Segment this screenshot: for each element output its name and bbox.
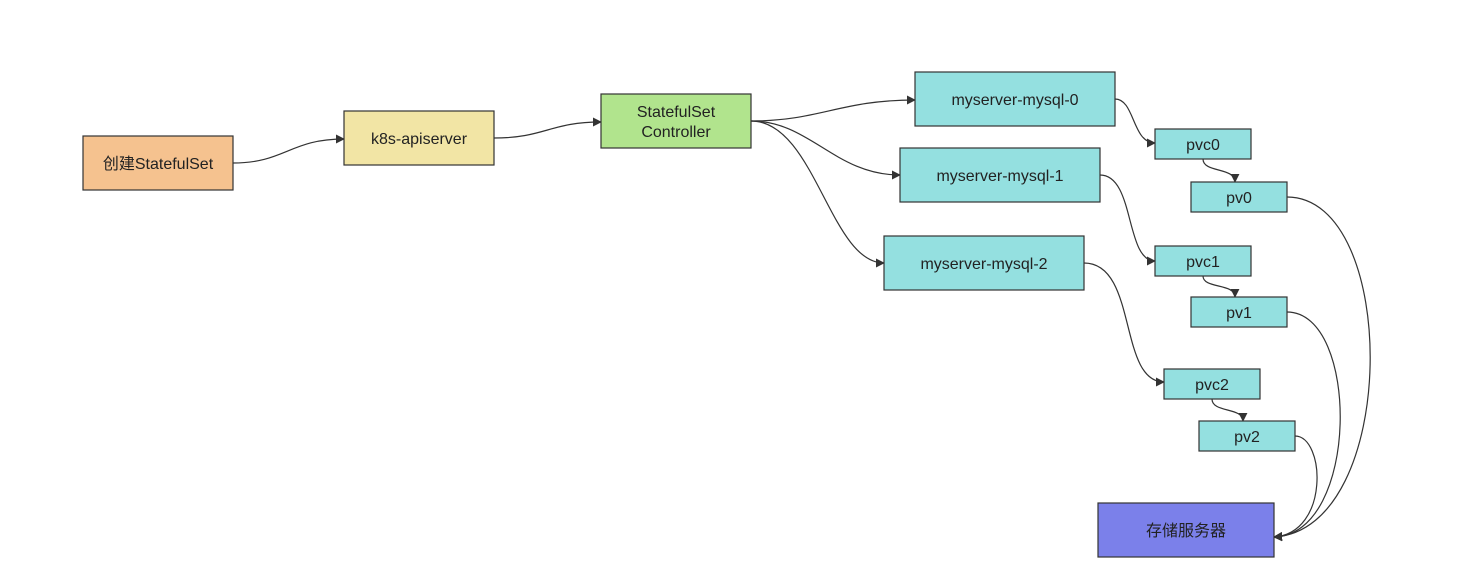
node-create: 创建StatefulSet [82,135,234,191]
node-storage-box [1097,502,1275,558]
node-pv2-label: pv2 [1234,429,1260,446]
node-ctrl-label-line: Controller [641,124,711,141]
node-m1-box [899,147,1101,203]
edge-pv2-to-storage [1273,435,1318,541]
edge-ctrl-to-m0 [750,95,916,122]
node-pv0: pv0 [1190,181,1288,213]
edge-pv0-to-storage [1273,196,1371,542]
node-m1-label: myserver-mysql-1 [936,168,1063,185]
node-pv0-box [1190,181,1288,213]
node-pv2-box [1198,420,1296,452]
node-m2-box [883,235,1085,291]
node-ctrl-box [600,93,752,149]
edge-ctrl-to-m1 [750,120,901,180]
edge-m2-to-pvc2 [1083,262,1165,387]
node-m2-label: myserver-mysql-2 [920,256,1047,273]
node-m0: myserver-mysql-0 [914,71,1116,127]
node-pvc2-box [1163,368,1261,400]
node-storage: 存储服务器 [1097,502,1275,558]
edges [232,95,1371,542]
edge-pv1-to-storage [1273,311,1341,542]
node-api-box [343,110,495,166]
node-pv0-label: pv0 [1226,190,1252,207]
edge-pvc2-to-pv2 [1211,398,1248,422]
node-pvc1: pvc1 [1154,245,1252,277]
node-m0-label: myserver-mysql-0 [951,92,1078,109]
edge-ctrl-to-m2 [750,120,885,268]
node-pvc0: pvc0 [1154,128,1252,160]
node-storage-label: 存储服务器 [1146,522,1226,540]
edge-api-to-ctrl [493,117,602,139]
node-m2: myserver-mysql-2 [883,235,1085,291]
node-m0-box [914,71,1116,127]
node-pvc1-label: pvc1 [1186,254,1220,271]
edge-m0-to-pvc0 [1114,98,1156,148]
node-pv1-box [1190,296,1288,328]
edge-m1-to-pvc1 [1099,174,1156,266]
node-create-box [82,135,234,191]
edge-pvc1-to-pv1 [1202,275,1240,298]
node-pv2: pv2 [1198,420,1296,452]
node-pv1: pv1 [1190,296,1288,328]
node-m1: myserver-mysql-1 [899,147,1101,203]
edge-create-to-api [232,134,345,164]
node-pv1-label: pv1 [1226,305,1252,322]
node-pvc2: pvc2 [1163,368,1261,400]
node-create-label: 创建StatefulSet [103,155,214,173]
node-pvc1-box [1154,245,1252,277]
node-ctrl-label-line: StatefulSet [637,104,716,121]
node-pvc0-label: pvc0 [1186,137,1220,154]
node-api-label: k8s-apiserver [371,131,468,148]
node-pvc2-label: pvc2 [1195,377,1229,394]
node-api: k8s-apiserver [343,110,495,166]
node-pvc0-box [1154,128,1252,160]
edge-pvc0-to-pv0 [1202,158,1240,183]
